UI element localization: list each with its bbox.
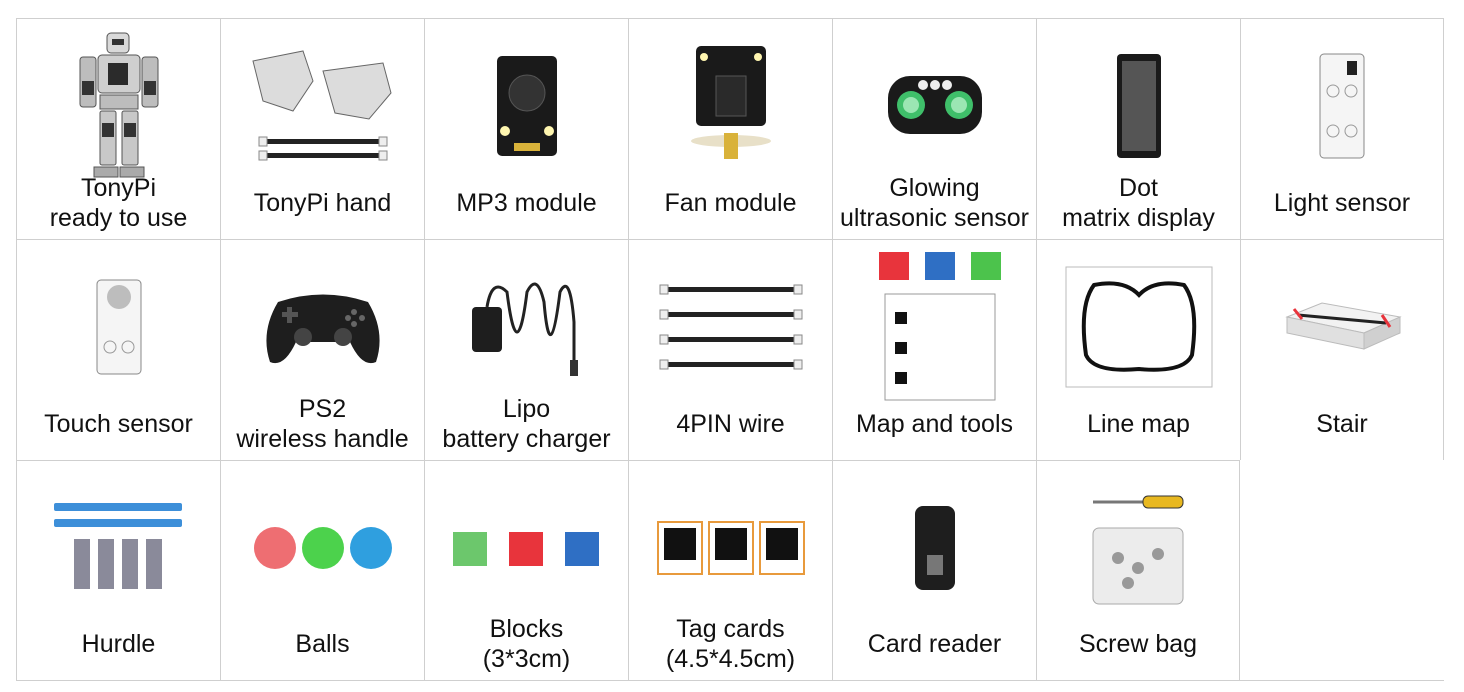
item-label: Hurdle: [81, 630, 156, 658]
item-label: PS2 wireless handle: [236, 395, 409, 453]
empty-cell: [1240, 460, 1444, 681]
fan-module-icon: [629, 31, 832, 181]
item-label: MP3 module: [456, 189, 597, 217]
item-label: Balls: [295, 630, 350, 658]
item-tonypi-hand: TonyPi hand: [220, 18, 424, 239]
line-map-icon: [1037, 252, 1240, 402]
item-hurdle: Hurdle: [16, 460, 220, 681]
item-label: TonyPi hand: [253, 189, 392, 217]
tag-cards-icon: [629, 473, 832, 623]
gamepad-icon: [221, 252, 424, 402]
charger-icon: [425, 252, 628, 402]
item-stair: Stair: [1240, 239, 1444, 460]
item-label: Card reader: [867, 630, 1002, 658]
row-1: TonyPi ready to use TonyPi hand: [16, 18, 1450, 239]
item-label: Line map: [1087, 410, 1190, 438]
touch-sensor-icon: [17, 252, 220, 402]
robot-hand-icon: [221, 31, 424, 181]
item-balls: Balls: [220, 460, 424, 681]
hurdle-icon: [17, 473, 220, 623]
item-fan-module: Fan module: [628, 18, 832, 239]
item-label: Fan module: [664, 189, 797, 217]
wire-icon: [629, 252, 832, 402]
balls-icon: [221, 473, 424, 623]
item-label: TonyPi ready to use: [49, 174, 188, 232]
item-label: Tag cards (4.5*4.5cm): [665, 615, 796, 673]
item-label: Blocks (3*3cm): [482, 615, 571, 673]
item-dot-matrix: Dot matrix display: [1036, 18, 1240, 239]
stair-icon: [1241, 252, 1443, 402]
item-mp3-module: MP3 module: [424, 18, 628, 239]
item-charger: Lipo battery charger: [424, 239, 628, 460]
row-2: Touch sensor PS2 wireless han: [16, 239, 1450, 460]
item-line-map: Line map: [1036, 239, 1240, 460]
item-card-reader: Card reader: [832, 460, 1036, 681]
humanoid-robot-icon: [17, 31, 220, 181]
light-sensor-icon: [1241, 31, 1443, 181]
item-label: 4PIN wire: [676, 410, 785, 438]
item-tag-cards: Tag cards (4.5*4.5cm): [628, 460, 832, 681]
row-3: Hurdle Balls: [16, 460, 1450, 681]
item-ultrasonic-sensor: Glowing ultrasonic sensor: [832, 18, 1036, 239]
item-screw-bag: Screw bag: [1036, 460, 1240, 681]
item-map-tools: Map and tools: [832, 239, 1036, 460]
card-reader-icon: [833, 473, 1036, 623]
item-light-sensor: Light sensor: [1240, 18, 1444, 239]
item-ps2-handle: PS2 wireless handle: [220, 239, 424, 460]
item-label: Map and tools: [855, 410, 1014, 438]
screw-bag-icon: [1037, 473, 1239, 623]
item-tonypi: TonyPi ready to use: [16, 18, 220, 239]
item-label: Stair: [1316, 410, 1368, 438]
item-blocks: Blocks (3*3cm): [424, 460, 628, 681]
ultrasonic-sensor-icon: [833, 31, 1036, 181]
map-tools-icon: [833, 252, 1036, 402]
dot-matrix-icon: [1037, 31, 1240, 181]
item-label: Light sensor: [1273, 189, 1411, 217]
item-label: Touch sensor: [44, 410, 193, 438]
item-label: Glowing ultrasonic sensor: [840, 174, 1029, 232]
mp3-module-icon: [425, 31, 628, 181]
item-label: Lipo battery charger: [442, 395, 611, 453]
item-label: Screw bag: [1078, 630, 1198, 658]
item-4pin-wire: 4PIN wire: [628, 239, 832, 460]
blocks-icon: [425, 473, 628, 623]
item-touch-sensor: Touch sensor: [16, 239, 220, 460]
item-label: Dot matrix display: [1062, 174, 1215, 232]
package-contents-grid: TonyPi ready to use TonyPi hand: [16, 18, 1450, 681]
